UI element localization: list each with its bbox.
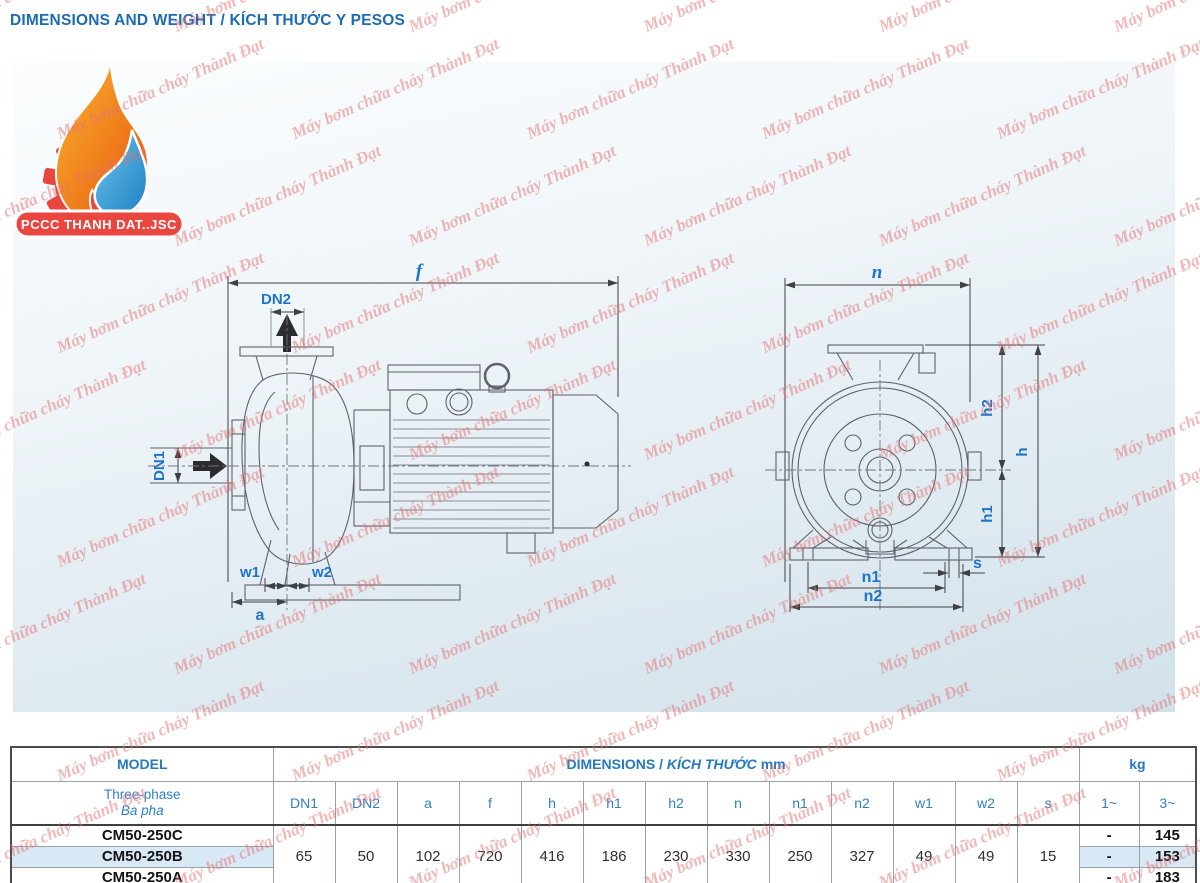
logo-badge-text: PCCC THANH DAT..JSC: [21, 217, 177, 232]
logo-badge: [13, 209, 185, 239]
value-dn2: 50: [334, 824, 398, 883]
value-n2: 327: [830, 824, 894, 883]
dim-w2-label: w2: [311, 564, 332, 581]
weight-1ph: -: [1078, 824, 1140, 847]
watermark-text: Máy bơm chữa cháy Thành Đạt: [641, 0, 854, 37]
watermark-text: Máy bơm chữa cháy Thành Đạt: [1111, 0, 1200, 37]
weight-1ph: -: [1078, 866, 1140, 883]
weight-3ph: 153: [1138, 845, 1197, 868]
diagram-panel: f DN2: [13, 62, 1175, 712]
dim-h-label: h: [1014, 447, 1031, 456]
col-a: a: [396, 780, 460, 826]
col-w1: w1: [892, 780, 956, 826]
weight-3ph: 145: [1138, 824, 1197, 847]
col-n: n: [706, 780, 770, 826]
value-h1: 186: [582, 824, 646, 883]
value-w1: 49: [892, 824, 956, 883]
front-view: n: [765, 262, 1045, 612]
watermark-text: Máy bơm chữa cháy Thành Đạt: [876, 0, 1089, 37]
col-f: f: [458, 780, 522, 826]
dim-s-label: s: [973, 555, 982, 572]
value-dn1: 65: [272, 824, 336, 883]
dim-h2-label: h2: [979, 399, 996, 417]
value-h: 416: [520, 824, 584, 883]
model-name: CM50-250C: [10, 824, 274, 847]
pump-drawings: f DN2: [148, 261, 1045, 624]
table-row: CM50-250B - 153: [10, 845, 1197, 868]
dim-dn2-label: DN2: [261, 291, 291, 308]
value-w2: 49: [954, 824, 1018, 883]
dim-n-label: n: [872, 262, 883, 283]
watermark-text: Máy bơm chữa cháy Thành Đạt: [406, 0, 619, 37]
dim-n2-label: n2: [864, 588, 883, 605]
col-s: s: [1016, 780, 1080, 826]
dimensions-table: MODEL DIMENSIONS / KÍCH THƯỚC mm kg Thre…: [10, 746, 1198, 883]
dim-h1-label: h1: [979, 505, 996, 523]
table-row: CM50-250A - 183: [10, 866, 1197, 883]
model-subheader: Three-phase Ba pha: [10, 780, 274, 826]
col-h2: h2: [644, 780, 708, 826]
dim-w1-label: w1: [239, 564, 260, 581]
col-n2: n2: [830, 780, 894, 826]
side-view: f DN2: [148, 261, 631, 624]
dim-n1-label: n1: [862, 569, 881, 586]
page-title: DIMENSIONS AND WEIGHT / KÍCH THƯỚC Y PES…: [10, 12, 406, 29]
col-n1: n1: [768, 780, 832, 826]
model-name: CM50-250A: [10, 866, 274, 883]
water-drop-icon: [93, 129, 149, 217]
weight-1ph: -: [1078, 845, 1140, 868]
company-logo: PCCC THANH DAT..JSC: [13, 66, 185, 239]
col-h1: h1: [582, 780, 646, 826]
dim-f-label: f: [416, 261, 424, 282]
value-n1: 250: [768, 824, 832, 883]
value-s: 15: [1016, 824, 1080, 883]
value-f: 720: [458, 824, 522, 883]
value-n: 330: [706, 824, 770, 883]
col-h: h: [520, 780, 584, 826]
table-row: CM50-250C 65 50 102 720 416 186 230 330 …: [10, 824, 1197, 883]
col-w2: w2: [954, 780, 1018, 826]
col-1ph: 1~: [1078, 780, 1140, 826]
value-a: 102: [396, 824, 460, 883]
model-name: CM50-250B: [10, 845, 274, 868]
col-header-model: MODEL: [10, 746, 274, 782]
value-h2: 230: [644, 824, 708, 883]
col-header-dimensions: DIMENSIONS / KÍCH THƯỚC mm: [272, 746, 1080, 782]
col-3ph: 3~: [1138, 780, 1197, 826]
weight-3ph: 183: [1138, 866, 1197, 883]
col-dn2: DN2: [334, 780, 398, 826]
dim-a-label: a: [256, 607, 265, 624]
col-dn1: DN1: [272, 780, 336, 826]
col-header-kg: kg: [1078, 746, 1197, 782]
dim-dn1-label: DN1: [151, 451, 168, 481]
